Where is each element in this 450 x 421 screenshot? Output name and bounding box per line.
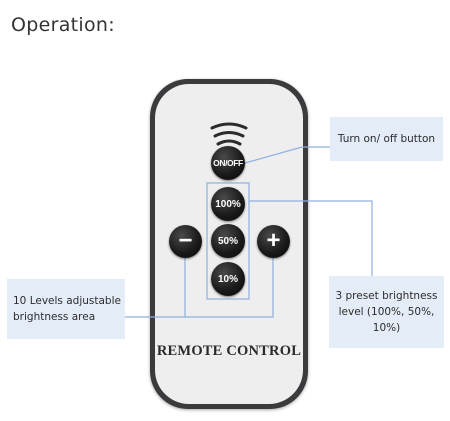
increase-brightness-button[interactable]: + [257,225,290,258]
callout-onoff: Turn on/ off button [330,117,443,161]
ir-signal-icon [210,122,248,146]
preset-50-button[interactable]: 50% [211,224,245,258]
on-off-button[interactable]: ON/OFF [211,146,245,180]
callout-levels: 10 Levels adjustable brightness area [7,279,125,339]
levels-leader-plus [185,258,274,318]
preset-100-button[interactable]: 100% [211,187,245,221]
remote-brand-label: REMOTE CONTROL [156,343,302,359]
plus-icon: + [266,226,281,254]
preset-100-label: 100% [215,198,241,210]
preset-highlight-box [206,182,250,300]
levels-leader-minus [125,258,186,318]
preset-10-button[interactable]: 10% [211,262,245,296]
onoff-leader [244,146,330,164]
minus-icon: − [178,226,193,254]
callout-preset-text: 3 preset brightness level (100%, 50%, 10… [335,290,438,334]
callout-onoff-text: Turn on/ off button [337,133,436,145]
callout-levels-text: 10 Levels adjustable brightness area [13,295,121,323]
on-off-button-label: ON/OFF [213,158,243,168]
preset-10-label: 10% [217,273,238,285]
decrease-brightness-button[interactable]: − [169,225,202,258]
preset-50-label: 50% [217,235,238,247]
callout-preset: 3 preset brightness level (100%, 50%, 10… [329,276,444,348]
page-heading: Operation: [11,14,115,36]
preset-leader [249,200,373,276]
